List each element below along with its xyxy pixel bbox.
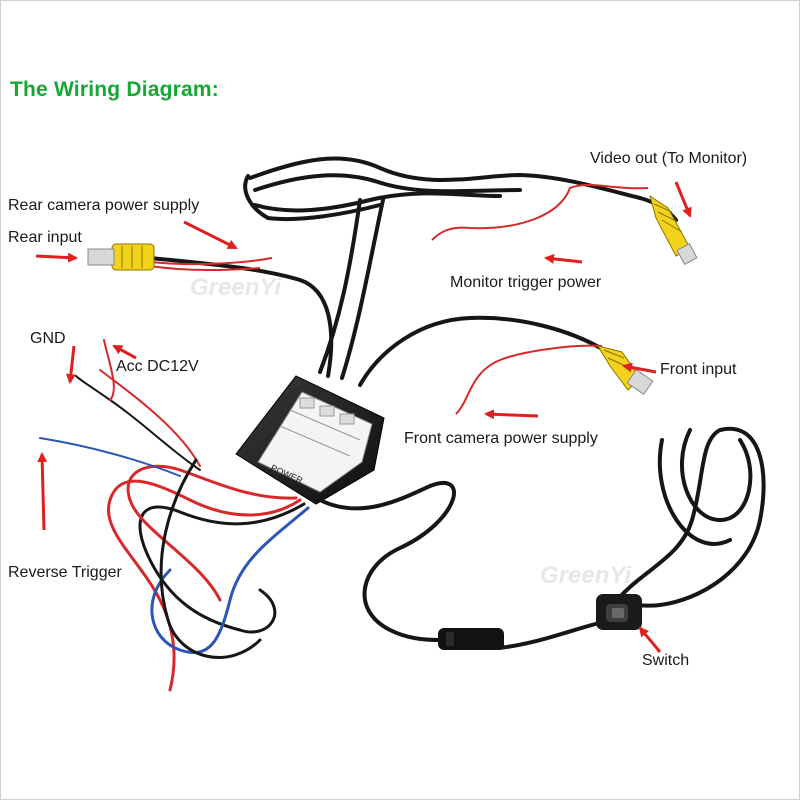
watermark: GreenYi [540,562,632,589]
label-front-input: Front input [660,361,737,378]
rear-input-cable [148,256,334,378]
control-box [235,375,385,505]
monitor-trigger-wire [431,183,649,241]
label-rear-input: Rear input [8,229,82,246]
switch-button [596,594,642,630]
label-gnd: GND [30,330,66,347]
rear-input-rca [87,243,155,271]
page-title: The Wiring Diagram: [10,78,219,101]
label-front-camera-power: Front camera power supply [404,430,598,447]
label-switch: Switch [642,652,690,669]
video-out-rca [649,194,698,266]
video-out-cable [243,156,678,380]
power-wire-bundle [39,339,310,692]
switch-cable [318,426,766,650]
label-acc-dc12v: Acc DC12V [116,358,199,375]
front-input-rca [596,345,654,395]
front-input-cable [358,315,606,387]
watermark: GreenYi [190,274,282,301]
label-reverse-trigger: Reverse Trigger [8,564,122,581]
label-monitor-trigger: Monitor trigger power [450,274,602,291]
inline-connector [438,628,504,650]
front-power-wire [455,344,603,415]
label-rear-camera-power: Rear camera power supply [8,197,200,214]
rear-power-wire [149,257,273,266]
annotation-arrows [35,181,692,653]
label-video-out: Video out (To Monitor) [590,150,748,167]
